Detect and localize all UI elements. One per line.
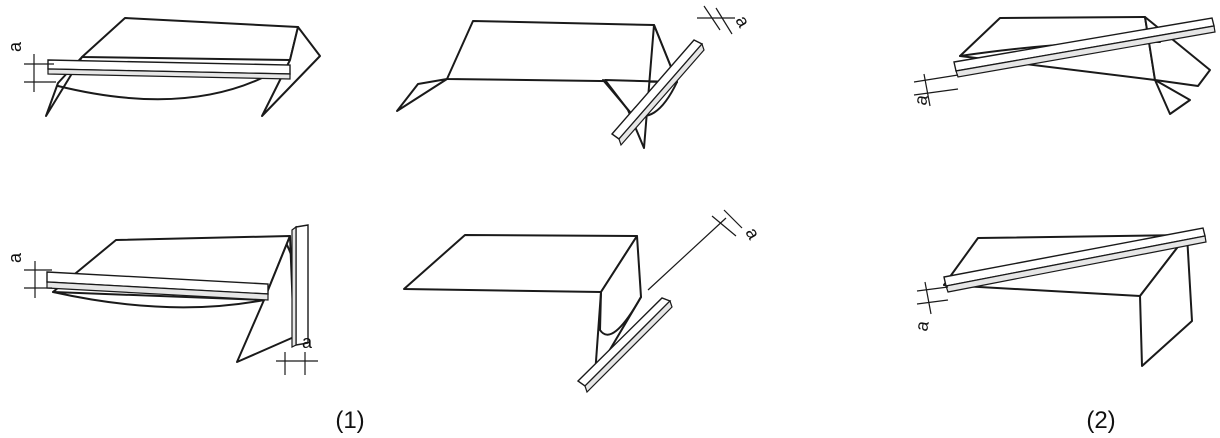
diagram-top-left: a — [5, 17, 321, 117]
straightedge-bar — [46, 271, 269, 301]
dimension-a: a — [5, 41, 56, 92]
straightedge-bar — [576, 297, 673, 394]
dimension-a-right: a — [276, 332, 318, 375]
diagram-bottom-middle: a — [403, 209, 765, 394]
straightedge-bar — [610, 39, 705, 147]
straightedge-bar — [47, 59, 291, 80]
diagram-bottom-right: a — [911, 227, 1207, 367]
dimension-label-a: a — [732, 12, 755, 32]
dimension-label-a: a — [302, 332, 313, 352]
dimension-label-a: a — [5, 41, 25, 52]
group-label-2: (2) — [1086, 407, 1115, 434]
diagram-top-right: a — [910, 16, 1216, 115]
straightedge-bar — [943, 227, 1207, 293]
dimension-label-a: a — [742, 224, 765, 244]
vertical-bar — [291, 224, 309, 348]
diagram-bottom-left: a a — [5, 224, 318, 375]
dimension-a-left: a — [5, 252, 52, 298]
dimension-label-a: a — [5, 252, 25, 263]
dimension-label-a: a — [911, 318, 933, 332]
dimension-a: a — [711, 209, 765, 244]
dimension-label-a: a — [910, 92, 932, 106]
dimension-a: a — [697, 5, 755, 35]
dimension-a: a — [910, 73, 959, 107]
diagram-top-middle: a — [396, 5, 755, 149]
group-label-1: (1) — [335, 407, 364, 434]
dimension-a: a — [911, 281, 949, 333]
